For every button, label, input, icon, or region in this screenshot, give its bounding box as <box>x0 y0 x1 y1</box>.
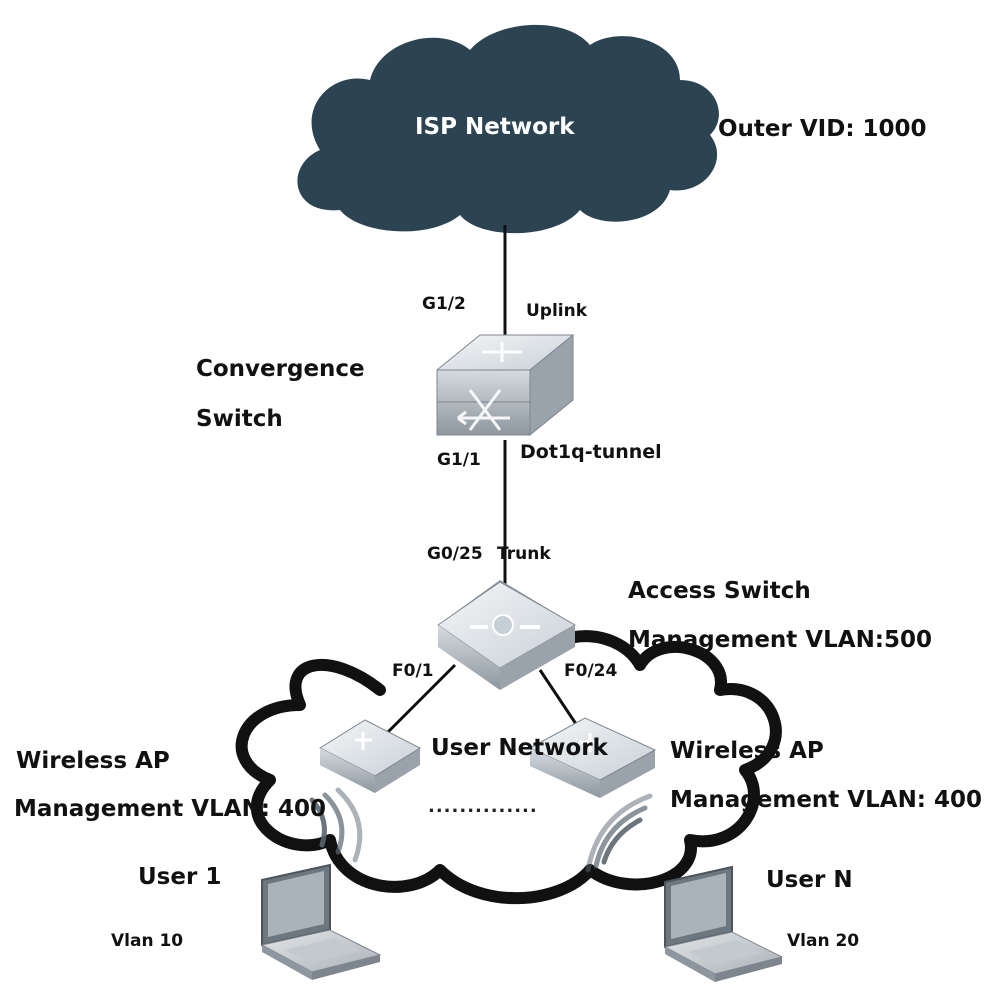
outer-vid-label: Outer VID: 1000 <box>718 116 927 142</box>
wireless-ap-left-mgmt-vlan-label: Management VLAN: 400 <box>14 796 327 822</box>
laptop-user-n-icon <box>663 865 784 982</box>
link-access-ap-right <box>538 669 582 731</box>
link-access-ap-left <box>383 663 457 737</box>
user-network-cloud <box>235 630 782 905</box>
wireless-ap-left-icon <box>318 719 422 793</box>
wireless-ap-left-label: Wireless AP <box>16 748 170 774</box>
uplink-label: Uplink <box>526 301 588 321</box>
user-ellipsis: .............. <box>428 796 538 817</box>
wireless-signal-left-icon <box>309 787 363 863</box>
isp-cloud <box>297 24 719 234</box>
access-switch-label: Access Switch <box>628 578 811 604</box>
port-f0-1-label: F0/1 <box>392 661 434 681</box>
user-1-label: User 1 <box>138 864 222 890</box>
wireless-ap-right-label: Wireless AP <box>670 738 824 764</box>
access-switch-icon <box>437 580 577 690</box>
vlan-10-label: Vlan 10 <box>111 931 184 951</box>
wireless-signal-right-icon <box>585 793 653 873</box>
laptop-user-1-icon <box>260 863 382 980</box>
user-n-label: User N <box>766 867 853 893</box>
user-network-label: User Network <box>431 735 608 761</box>
vlan-20-label: Vlan 20 <box>787 931 860 951</box>
wireless-ap-right-icon <box>528 717 657 798</box>
convergence-switch-icon <box>435 333 575 437</box>
trunk-label: Trunk <box>497 544 551 564</box>
wireless-ap-right-mgmt-vlan-label: Management VLAN: 400 <box>670 787 983 813</box>
dot1q-tunnel-label: Dot1q-tunnel <box>520 441 662 463</box>
port-g1-1-label: G1/1 <box>437 450 481 470</box>
isp-network-label: ISP Network <box>415 114 575 140</box>
port-f0-24-label: F0/24 <box>564 661 618 681</box>
port-g1-2-label: G1/2 <box>422 294 466 314</box>
port-g0-25-label: G0/25 <box>427 544 483 564</box>
convergence-label-line2: Switch <box>196 406 283 432</box>
convergence-label-line1: Convergence <box>196 356 365 382</box>
access-mgmt-vlan-label: Management VLAN:500 <box>628 627 933 653</box>
